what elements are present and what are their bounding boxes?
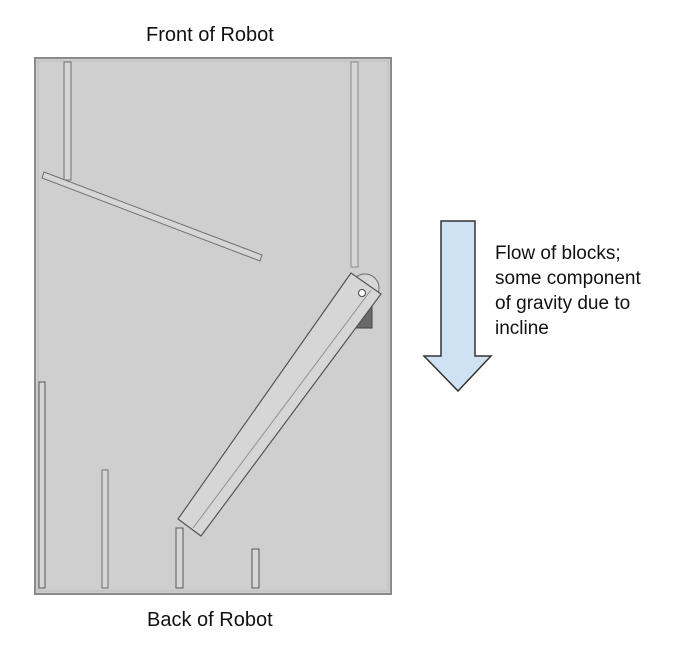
- flow-description: Flow of blocks; some component of gravit…: [495, 241, 685, 341]
- back-of-robot-label: Back of Robot: [147, 609, 273, 631]
- flow-description-line-3: of gravity due to: [495, 293, 631, 314]
- upper-guide-rail: [41, 171, 263, 262]
- flow-description-line-1: Flow of blocks;: [495, 243, 621, 264]
- back-divider-2: [175, 527, 184, 589]
- back-divider-3: [251, 548, 260, 589]
- pivot-pin: [358, 289, 366, 297]
- back-divider-1: [101, 469, 109, 589]
- flow-direction-arrow: [422, 220, 493, 393]
- front-of-robot-label: Front of Robot: [146, 24, 274, 46]
- flow-description-line-2: some component: [495, 268, 641, 289]
- robot-base-inner-edge: [37, 60, 389, 592]
- back-left-vertical-wall: [38, 381, 46, 589]
- front-left-vertical-wall: [63, 61, 72, 181]
- front-right-vertical-wall: [350, 61, 359, 268]
- pivoting-arm: [177, 272, 382, 537]
- pivoting-arm-inner-line: [192, 289, 372, 529]
- flow-description-line-4: incline: [495, 318, 549, 339]
